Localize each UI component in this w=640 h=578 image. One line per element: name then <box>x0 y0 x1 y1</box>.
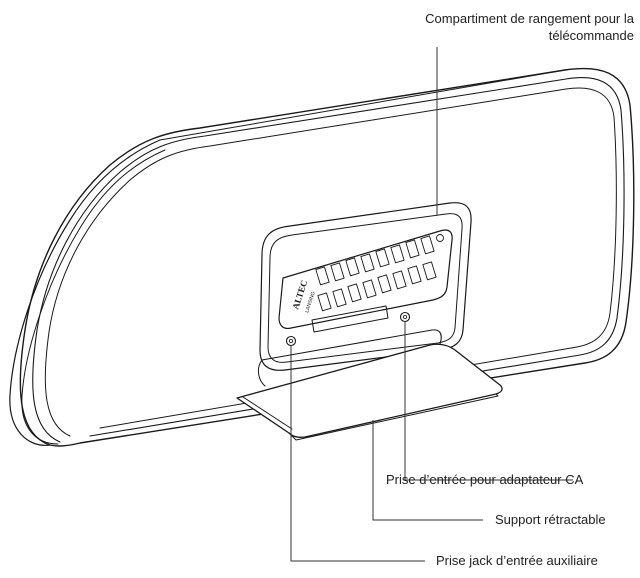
stand-hinge <box>261 329 442 361</box>
remote-button <box>420 235 435 255</box>
speaker-rim-2 <box>44 87 617 437</box>
speaker-front-edge <box>9 139 161 446</box>
power-button-icon <box>436 234 444 242</box>
callout-ac-input: Prise d’entrée pour adaptateur CA <box>386 472 584 487</box>
aux-input-jack-icon <box>285 335 297 347</box>
speaker-rim-1 <box>32 77 625 443</box>
remote-button <box>390 244 405 264</box>
remote-button <box>377 274 392 294</box>
remote-button <box>375 248 390 268</box>
callout-line-aux-input <box>290 346 425 562</box>
remote-button <box>317 292 332 312</box>
remote-buttons <box>315 235 437 312</box>
callout-remote-storage-line1: Compartiment de rangement pour la <box>425 11 634 26</box>
remote-button <box>360 253 375 273</box>
remote-button <box>330 262 345 282</box>
stand-hinge-base <box>257 359 266 387</box>
ac-input-jack-icon <box>399 311 411 323</box>
speaker-body-outer <box>19 67 635 447</box>
callout-stand: Support rétractable <box>495 512 606 527</box>
remote-button <box>345 257 360 277</box>
remote-button <box>315 266 330 286</box>
remote-button <box>407 265 422 285</box>
callout-line-ac-input <box>404 322 573 481</box>
remote-button <box>422 261 437 281</box>
callout-aux-input: Prise jack d’entrée auxiliaire <box>436 553 598 568</box>
back-panel-inner <box>267 213 463 363</box>
speaker-front-edge-2 <box>21 149 166 445</box>
remote-release-tab <box>311 305 389 333</box>
stand-plate <box>236 343 503 439</box>
speaker-top-edge <box>159 69 566 141</box>
remote-button <box>332 288 347 308</box>
remote-control <box>278 229 453 330</box>
callout-lines <box>290 47 573 562</box>
back-panel <box>259 202 472 371</box>
callout-remote-storage: Compartiment de rangement pour la téléco… <box>425 10 634 44</box>
remote-button <box>405 239 420 259</box>
stand-plate-front <box>288 393 499 441</box>
remote-button <box>347 283 362 303</box>
remote-button <box>392 270 407 290</box>
callout-remote-storage-line2: télécommande <box>548 28 634 43</box>
stand-plate-edge <box>242 396 293 430</box>
remote-button <box>362 279 377 299</box>
callout-line-stand <box>372 420 483 521</box>
